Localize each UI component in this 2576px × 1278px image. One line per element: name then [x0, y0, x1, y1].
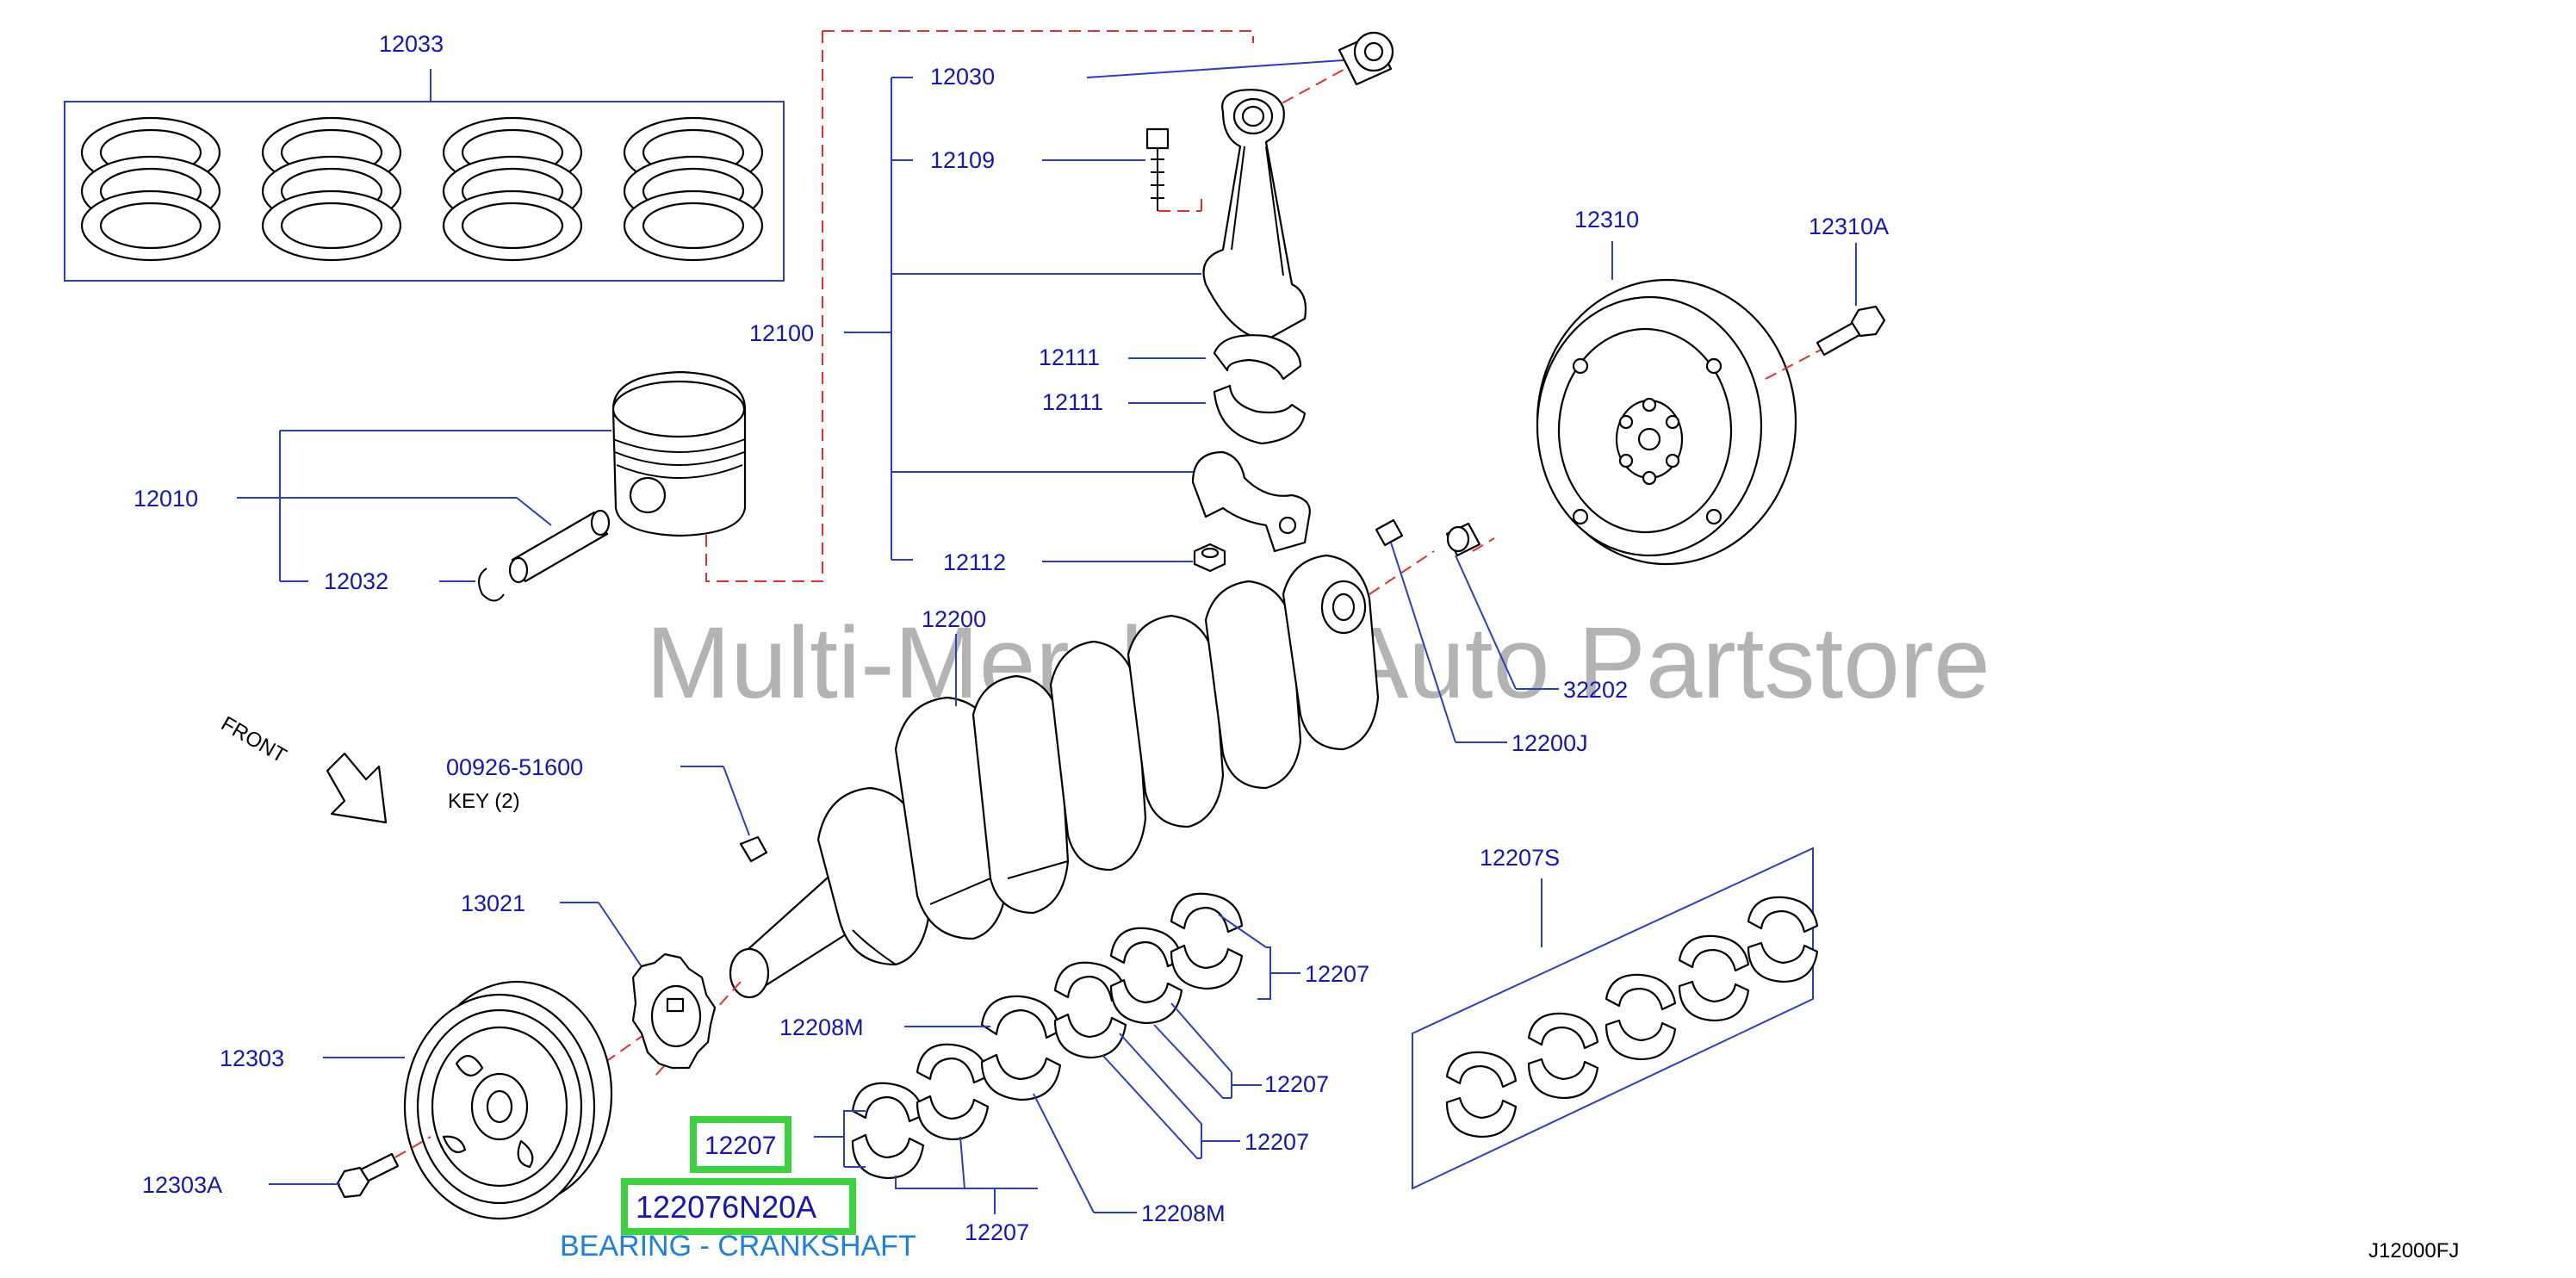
label-12207-mid-right[interactable]: 12207 [1264, 1071, 1329, 1097]
label-12010[interactable]: 12010 [133, 486, 198, 512]
rod-bearing-upper-icon [1213, 334, 1302, 381]
highlight-part-number[interactable]: 122076N20A [636, 1189, 816, 1225]
front-label: FRONT [217, 712, 290, 768]
label-12111-upper[interactable]: 12111 [1039, 344, 1100, 370]
crank-sprocket-icon [631, 952, 717, 1070]
label-12208M-lower[interactable]: 12208M [1141, 1200, 1226, 1226]
crankshaft-icon [729, 554, 1380, 999]
label-00926-51600[interactable]: 00926-51600 [446, 754, 583, 780]
label-12310A[interactable]: 12310A [1809, 214, 1889, 239]
flywheel-bolt-icon [1816, 305, 1886, 357]
snap-ring-icon [478, 568, 505, 602]
bearing-set-icon [1445, 896, 1819, 1138]
woodruff-key-icon [739, 835, 768, 863]
label-12111-lower[interactable]: 12111 [1042, 389, 1103, 415]
diagram-code: J12000FJ [2368, 1239, 2459, 1262]
label-12109[interactable]: 12109 [930, 147, 995, 173]
main-bearings-icon [851, 892, 1244, 1180]
flywheel-icon [1536, 278, 1797, 566]
label-12207-lower-right[interactable]: 12207 [1245, 1129, 1309, 1155]
label-12207S[interactable]: 12207S [1480, 845, 1560, 871]
label-12032[interactable]: 12032 [324, 568, 388, 594]
rod-bearing-lower-icon [1213, 384, 1307, 445]
crank-pulley-icon [403, 980, 613, 1220]
rod-nut-icon [1193, 543, 1226, 573]
highlight-short-number[interactable]: 12207 [705, 1132, 776, 1160]
piston-icon [611, 370, 747, 537]
label-12207-upper-right[interactable]: 12207 [1305, 961, 1369, 987]
rod-bolt-icon [1145, 127, 1170, 211]
label-12100[interactable]: 12100 [749, 320, 814, 346]
label-12207-bottom[interactable]: 12207 [965, 1219, 1029, 1245]
dowel-pin-icon [1375, 518, 1404, 547]
ring-stack-2-icon [261, 116, 402, 262]
label-12303[interactable]: 12303 [220, 1045, 284, 1071]
label-32202[interactable]: 32202 [1563, 677, 1628, 703]
front-arrow-icon [326, 752, 388, 824]
part-description: BEARING - CRANKSHAFT [560, 1230, 916, 1262]
label-12208M-upper[interactable]: 12208M [779, 1014, 864, 1040]
ring-stack-4-icon [623, 116, 764, 262]
bushing-icon [1338, 31, 1394, 86]
ring-stack-1-icon [80, 116, 221, 262]
ring-stack-3-icon [442, 116, 583, 262]
label-12030[interactable]: 12030 [930, 64, 995, 90]
label-13021[interactable]: 13021 [461, 890, 525, 916]
connecting-rod-icon [1202, 89, 1307, 342]
label-12200[interactable]: 12200 [922, 606, 986, 632]
pilot-bushing-icon [1445, 522, 1481, 557]
label-12112[interactable]: 12112 [943, 549, 1006, 575]
label-key-qty: KEY (2) [448, 790, 520, 813]
label-12310[interactable]: 12310 [1574, 207, 1639, 233]
rod-cap-icon [1191, 450, 1311, 553]
pulley-bolt-icon [336, 1152, 400, 1199]
label-12200J[interactable]: 12200J [1511, 730, 1588, 756]
piston-pin-icon [508, 509, 611, 584]
highlight-box-part-number[interactable] [621, 1178, 856, 1235]
label-12033[interactable]: 12033 [379, 31, 444, 57]
highlight-box-short-number[interactable] [690, 1116, 791, 1173]
label-12303A[interactable]: 12303A [142, 1172, 222, 1198]
piston-ring-set[interactable] [64, 69, 785, 282]
